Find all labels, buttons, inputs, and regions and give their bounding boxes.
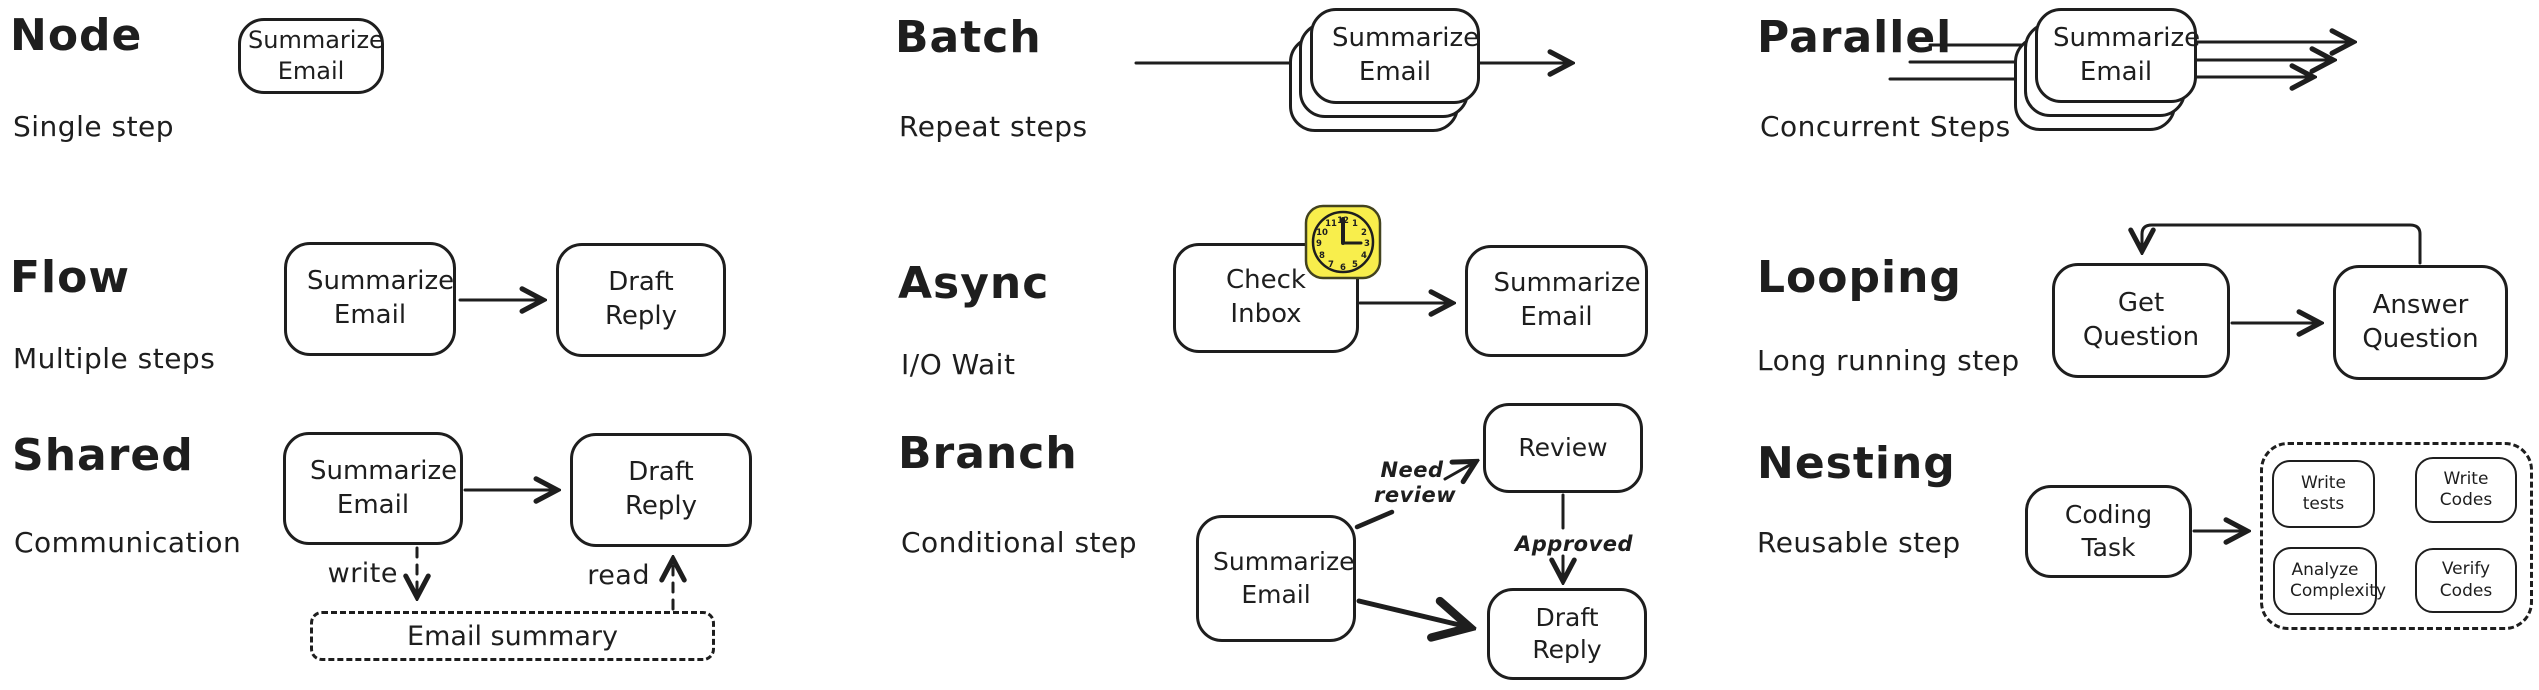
shared-store-box: Email summary: [310, 611, 715, 661]
parallel-step-box: Summarize Email: [2035, 8, 2200, 103]
branch-approved-label: Approved: [1515, 532, 1634, 556]
async-step2-box: Summarize Email: [1465, 245, 1648, 357]
shared-step1-box: Summarize Email: [283, 432, 463, 545]
svg-text:2: 2: [1361, 228, 1367, 238]
looping-panel-subtitle: Long running step: [1757, 344, 2020, 377]
branch-draft-box: Draft Reply: [1487, 588, 1647, 680]
nesting-write-tests-box: Write tests: [2272, 460, 2375, 528]
nesting-verify-codes-box: Verify Codes: [2415, 548, 2517, 613]
branch-direct-arrow: [1356, 601, 1468, 627]
svg-text:8: 8: [1319, 251, 1325, 261]
svg-text:10: 10: [1316, 228, 1328, 238]
node-panel-subtitle: Single step: [13, 110, 175, 143]
parallel-panel-title: Parallel: [1757, 12, 1953, 63]
batch-panel-title: Batch: [895, 12, 1042, 63]
async-panel-title: Async: [898, 258, 1050, 309]
branch-needreview-stub: [1354, 509, 1395, 530]
node-panel-title: Node: [10, 10, 143, 61]
svg-text:1: 1: [1352, 219, 1358, 229]
nesting-panel-subtitle: Reusable step: [1757, 526, 1961, 559]
svg-text:3: 3: [1364, 239, 1370, 249]
svg-text:7: 7: [1328, 260, 1334, 270]
node-step-box: Summarize Email: [238, 18, 384, 94]
looping-step1-box: Get Question: [2052, 263, 2230, 378]
shared-panel-title: Shared: [12, 430, 194, 481]
svg-text:11: 11: [1325, 219, 1337, 229]
shared-write-label: write: [327, 558, 398, 589]
flow-step1-box: Summarize Email: [284, 242, 456, 356]
batch-step-box: Summarize Email: [1310, 8, 1480, 104]
branch-panel-subtitle: Conditional step: [901, 526, 1138, 559]
nesting-main-box: Coding Task: [2025, 485, 2192, 578]
svg-text:9: 9: [1316, 239, 1322, 249]
looping-panel-title: Looping: [1757, 252, 1962, 303]
shared-read-label: read: [587, 560, 650, 591]
branch-needreview-label: Need review: [1374, 458, 1457, 508]
clock-icon: 12 1 2 3 4 5 6 7 8 9 10 11: [1303, 203, 1383, 281]
async-panel-subtitle: I/O Wait: [901, 348, 1016, 381]
flow-panel-title: Flow: [10, 252, 131, 303]
looping-step2-box: Answer Question: [2333, 265, 2508, 380]
branch-panel-title: Branch: [898, 428, 1078, 479]
looping-loopback-arrow: [2142, 223, 2422, 265]
flow-panel-subtitle: Multiple steps: [13, 342, 216, 375]
shared-step2-box: Draft Reply: [570, 433, 752, 547]
branch-review-box: Review: [1483, 403, 1643, 493]
branch-needreview-arrow: [1443, 462, 1475, 479]
svg-text:4: 4: [1361, 251, 1367, 261]
parallel-panel-subtitle: Concurrent Steps: [1760, 110, 2011, 143]
batch-panel-subtitle: Repeat steps: [899, 110, 1088, 143]
shared-panel-subtitle: Communication: [14, 526, 242, 559]
flow-step2-box: Draft Reply: [556, 243, 726, 357]
nesting-analyze-complexity-box: Analyze Complexity: [2273, 547, 2386, 615]
svg-text:5: 5: [1352, 260, 1358, 270]
nesting-panel-title: Nesting: [1757, 438, 1956, 489]
branch-step1-box: Summarize Email: [1196, 515, 1356, 642]
svg-text:12: 12: [1337, 216, 1349, 226]
svg-text:6: 6: [1340, 263, 1346, 273]
nesting-write-codes-box: Write Codes: [2415, 457, 2517, 523]
